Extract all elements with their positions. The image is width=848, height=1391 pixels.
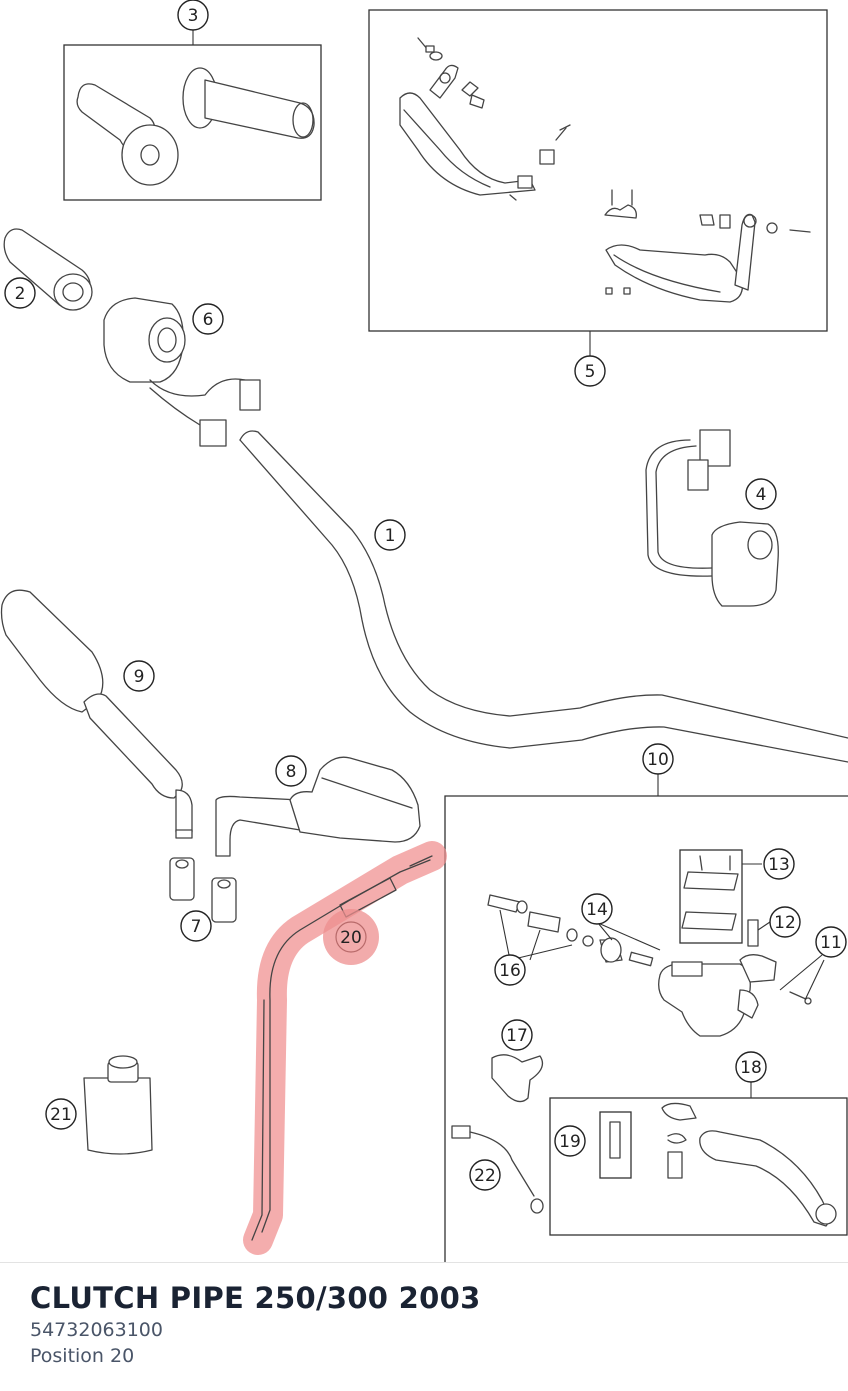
svg-text:2: 2 — [15, 284, 26, 304]
svg-text:16: 16 — [499, 961, 521, 981]
piston-kit — [487, 894, 594, 961]
part-position: Position 20 — [30, 1345, 135, 1367]
callout-8[interactable]: 8 — [275, 755, 307, 787]
group-box-5 — [368, 9, 828, 332]
callout-14[interactable]: 14 — [581, 893, 613, 925]
svg-text:10: 10 — [647, 750, 669, 770]
seal-kit — [597, 922, 661, 967]
svg-text:1: 1 — [385, 526, 396, 546]
mirror-adapters — [169, 857, 237, 923]
svg-text:12: 12 — [774, 913, 796, 933]
callout-7[interactable]: 7 — [180, 910, 212, 942]
callout-10[interactable]: 10 — [642, 743, 674, 775]
group-box-10 — [444, 795, 848, 1262]
grip-pair — [76, 67, 315, 186]
pivot-bolt — [609, 1121, 621, 1159]
master-cylinder — [658, 954, 825, 1037]
callout-16[interactable]: 16 — [494, 954, 526, 986]
callout-6[interactable]: 6 — [192, 303, 224, 335]
svg-text:11: 11 — [820, 933, 842, 953]
callout-1[interactable]: 1 — [374, 519, 406, 551]
svg-text:14: 14 — [586, 900, 608, 920]
svg-text:18: 18 — [740, 1058, 762, 1078]
svg-text:4: 4 — [756, 485, 767, 505]
callout-5[interactable]: 5 — [574, 355, 606, 387]
group-box-18 — [549, 1097, 848, 1236]
svg-text:5: 5 — [585, 362, 596, 382]
clutch-switch — [451, 1125, 544, 1214]
leader-lines — [192, 30, 771, 931]
svg-text:13: 13 — [768, 855, 790, 875]
part-title: CLUTCH PIPE 250/300 2003 — [30, 1281, 481, 1315]
part-12 — [747, 919, 759, 947]
group-box-13 — [679, 849, 743, 944]
callout-4[interactable]: 4 — [745, 478, 777, 510]
mirror-right — [215, 756, 421, 857]
part-info-footer: CLUTCH PIPE 250/300 2003 54732063100 Pos… — [0, 1262, 848, 1391]
callout-12[interactable]: 12 — [769, 906, 801, 938]
svg-text:7: 7 — [191, 917, 202, 937]
svg-text:9: 9 — [134, 667, 145, 687]
lever-guard — [491, 1054, 544, 1103]
svg-text:17: 17 — [506, 1026, 528, 1046]
svg-text:6: 6 — [203, 310, 214, 330]
callout-9[interactable]: 9 — [123, 660, 155, 692]
group-box-19 — [599, 1111, 632, 1179]
reservoir-cover — [681, 855, 739, 931]
svg-text:21: 21 — [50, 1105, 72, 1125]
grip-left — [3, 228, 93, 311]
callout-3[interactable]: 3 — [177, 0, 209, 31]
callout-2[interactable]: 2 — [4, 277, 36, 309]
callout-21[interactable]: 21 — [45, 1098, 77, 1130]
callout-17[interactable]: 17 — [501, 1019, 533, 1051]
svg-text:19: 19 — [559, 1132, 581, 1152]
exploded-parts-diagram: 1 2 3 4 5 6 7 8 9 10 11 12 13 14 16 17 1… — [0, 0, 848, 1262]
part-number: 54732063100 — [30, 1319, 163, 1341]
switch-unit-6 — [103, 297, 261, 447]
callout-13[interactable]: 13 — [763, 848, 795, 880]
fluid-can — [83, 1055, 153, 1155]
svg-text:20: 20 — [340, 928, 362, 948]
clutch-lever — [661, 1102, 837, 1227]
callout-18[interactable]: 18 — [735, 1051, 767, 1083]
callout-11[interactable]: 11 — [815, 926, 847, 958]
switch-unit-4 — [645, 429, 779, 607]
handlebar — [239, 430, 848, 763]
svg-text:3: 3 — [188, 6, 199, 26]
callout-20-highlighted[interactable]: 20 — [323, 909, 379, 965]
svg-text:8: 8 — [286, 762, 297, 782]
svg-text:22: 22 — [474, 1166, 496, 1186]
mirror-left — [0, 589, 193, 839]
callout-19[interactable]: 19 — [554, 1125, 586, 1157]
callout-22[interactable]: 22 — [469, 1159, 501, 1191]
handguard-set — [399, 37, 811, 303]
